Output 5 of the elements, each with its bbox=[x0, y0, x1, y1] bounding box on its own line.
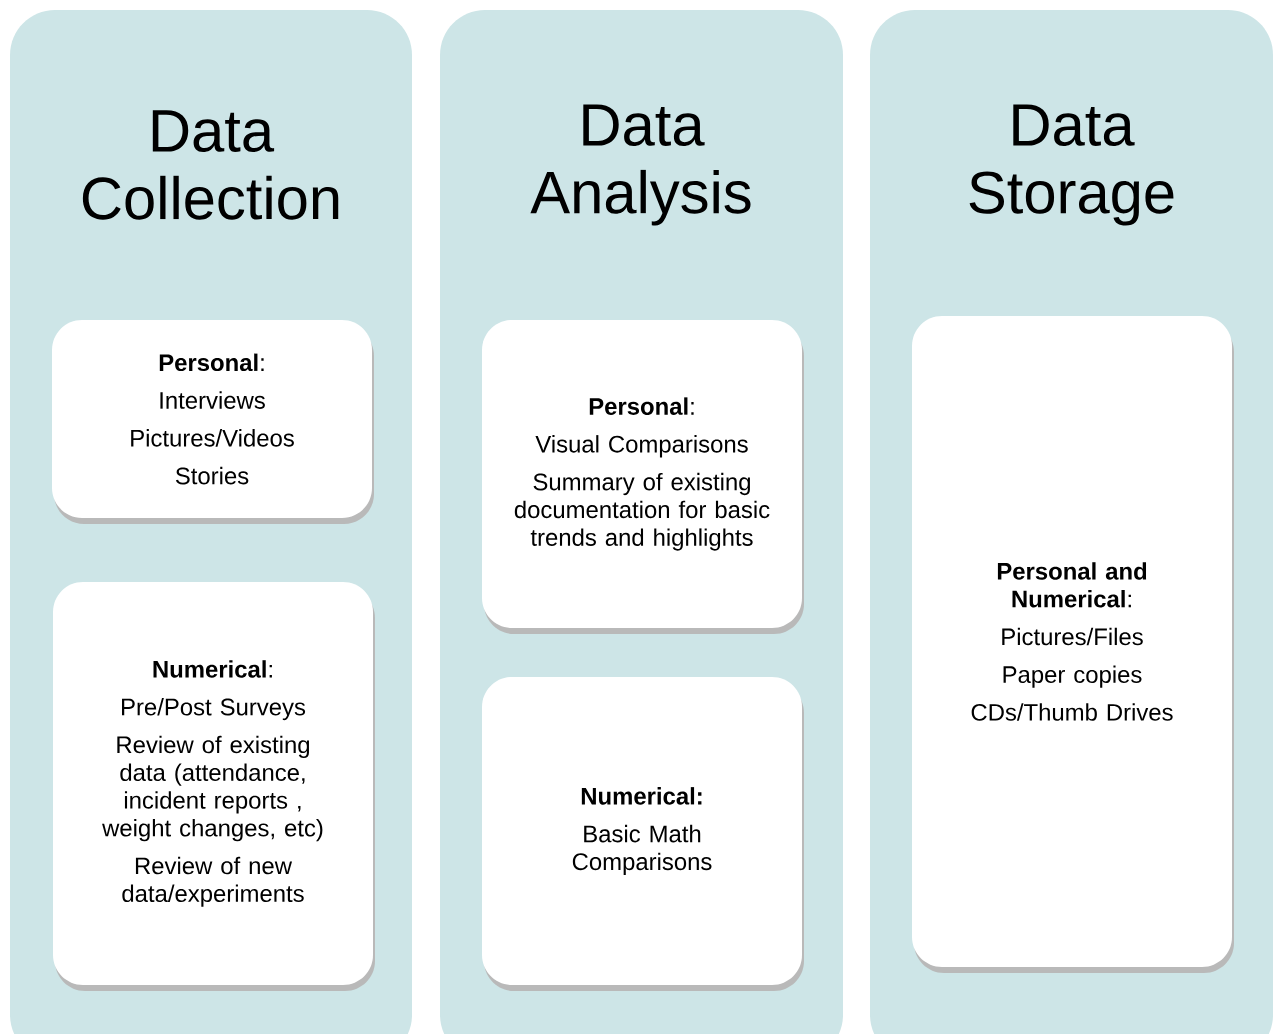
text-card: Personal: Interviews Pictures/Videos Stories bbox=[52, 320, 374, 524]
text-card: Personal and Numerical: Pictures/Files Paper copies CDs/Thumb Drives bbox=[912, 316, 1234, 973]
text-card: Numerical: Basic Math Comparisons bbox=[482, 677, 804, 991]
text-card: Personal: Visual Comparisons Summary of existing documentation for basic trends and highlights bbox=[482, 320, 804, 634]
text-card: Numerical: Pre/Post Surveys Review of existing data (attendance, incident reports , weight changes, etc) Review of new data/experiments bbox=[53, 582, 375, 991]
